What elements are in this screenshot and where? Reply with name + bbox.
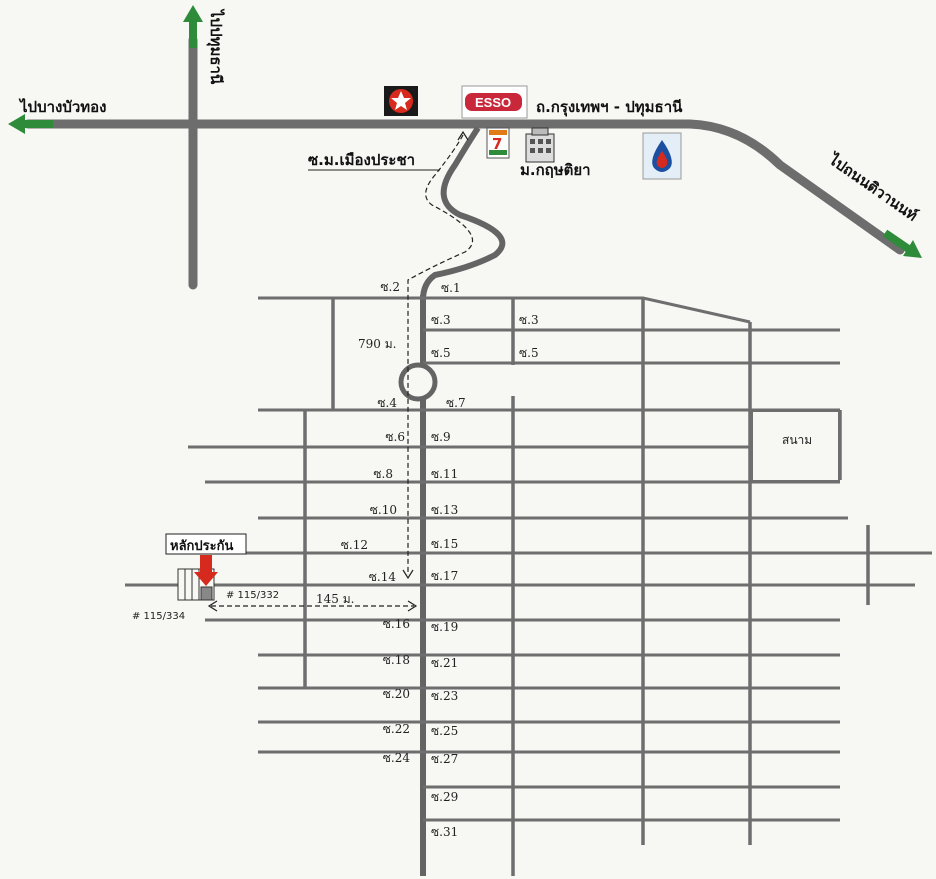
distance-145: 145 ม. (316, 592, 354, 606)
distance-790: 790 ม. (358, 337, 396, 351)
field-label: สนาม (782, 433, 812, 447)
soi-right-label-4: ซ.9 (431, 430, 451, 444)
main-highway (23, 119, 905, 255)
soi-right-label-9: ซ.19 (431, 620, 458, 634)
collateral-label-box (165, 533, 247, 555)
red-pointer-icon (194, 555, 218, 586)
building-icon (525, 127, 555, 163)
house-number-334: # 115/334 (132, 611, 185, 622)
soi-right-labels: ซ.1 ซ.3 ซ.5 ซ.7 ซ.9 ซ.11 ซ.13 ซ.15 ซ.17 ซ.19 ซ.21 ซ… (431, 281, 466, 839)
to-pathum-label: ไปปทุมธานี (206, 8, 226, 85)
svg-text:ESSO: ESSO (475, 95, 511, 110)
field-area (751, 410, 840, 482)
house-number-332: # 115/332 (226, 590, 279, 601)
ptt-flame-icon (642, 132, 682, 180)
soi-left-label-8: ซ.18 (383, 653, 410, 667)
soi-right-label-7: ซ.15 (431, 537, 458, 551)
soi-left-label-4: ซ.10 (370, 503, 397, 517)
soi-left-label-7: ซ.16 (383, 617, 410, 631)
soi-left-label-6: ซ.14 (369, 570, 397, 584)
soi-right-label-14: ซ.29 (431, 790, 458, 804)
soi-inner-label-0: ซ.3 (519, 313, 539, 327)
soi-right-label-0: ซ.1 (441, 281, 461, 295)
soi-left-label-11: ซ.24 (383, 751, 411, 765)
soi-right-label-8: ซ.17 (431, 569, 458, 583)
soi-left-labels: ซ.2 ซ.4 ซ.6 ซ.8 ซ.10 ซ.12 ซ.14 ซ.16 ซ.18 ซ.20 ซ.22… (341, 280, 411, 765)
university-label: ม.กฤษติยา (520, 161, 591, 179)
soi-entrance-road (420, 126, 506, 301)
to-bangbuathong-label: ไปบางบัวทอง (18, 97, 107, 116)
soi-left-label-2: ซ.6 (385, 430, 405, 444)
soi-right-label-6: ซ.13 (431, 503, 458, 517)
esso-logo-icon: ESSO (461, 85, 528, 119)
route-path (211, 134, 474, 607)
soi-left-label-0: ซ.2 (380, 280, 400, 294)
soi-left-label-1: ซ.4 (377, 396, 397, 410)
soi-right-label-10: ซ.21 (431, 656, 458, 670)
road-grid (125, 295, 932, 876)
soi-right-label-5: ซ.11 (431, 467, 458, 481)
roundabout (398, 362, 438, 402)
soi-right-label-2: ซ.5 (431, 346, 451, 360)
soi-right-label-15: ซ.31 (431, 825, 458, 839)
soi-left-label-5: ซ.12 (341, 538, 368, 552)
soi-left-label-3: ซ.8 (373, 467, 393, 481)
green-arrow-icon (882, 229, 922, 258)
soi-inner-label-1: ซ.5 (519, 346, 539, 360)
main-road-label: ถ.กรุงเทพฯ - ปทุมธานี (536, 98, 683, 117)
soi-right-label-12: ซ.25 (431, 724, 458, 738)
soi-inner-labels: ซ.3 ซ.5 (519, 313, 539, 360)
collateral-label: หลักประกัน (170, 539, 233, 554)
green-arrow-icon (183, 5, 203, 48)
seven-eleven-icon: 7 (486, 127, 510, 159)
soi-left-label-10: ซ.22 (383, 722, 410, 736)
route-arrowheads (207, 130, 469, 612)
village-label: ซ.ม.เมืองประชา (308, 151, 415, 169)
caltex-star-icon (384, 86, 418, 116)
svg-text:7: 7 (492, 135, 502, 153)
soi-right-label-1: ซ.3 (431, 313, 451, 327)
soi-left-label-9: ซ.20 (383, 687, 410, 701)
soi-right-label-11: ซ.23 (431, 689, 458, 703)
soi-right-label-13: ซ.27 (431, 752, 458, 766)
soi-right-label-3: ซ.7 (446, 396, 466, 410)
to-nonthaburi-label: ไปถนนติวานนท์ (824, 149, 922, 225)
green-arrow-icon (8, 114, 53, 134)
